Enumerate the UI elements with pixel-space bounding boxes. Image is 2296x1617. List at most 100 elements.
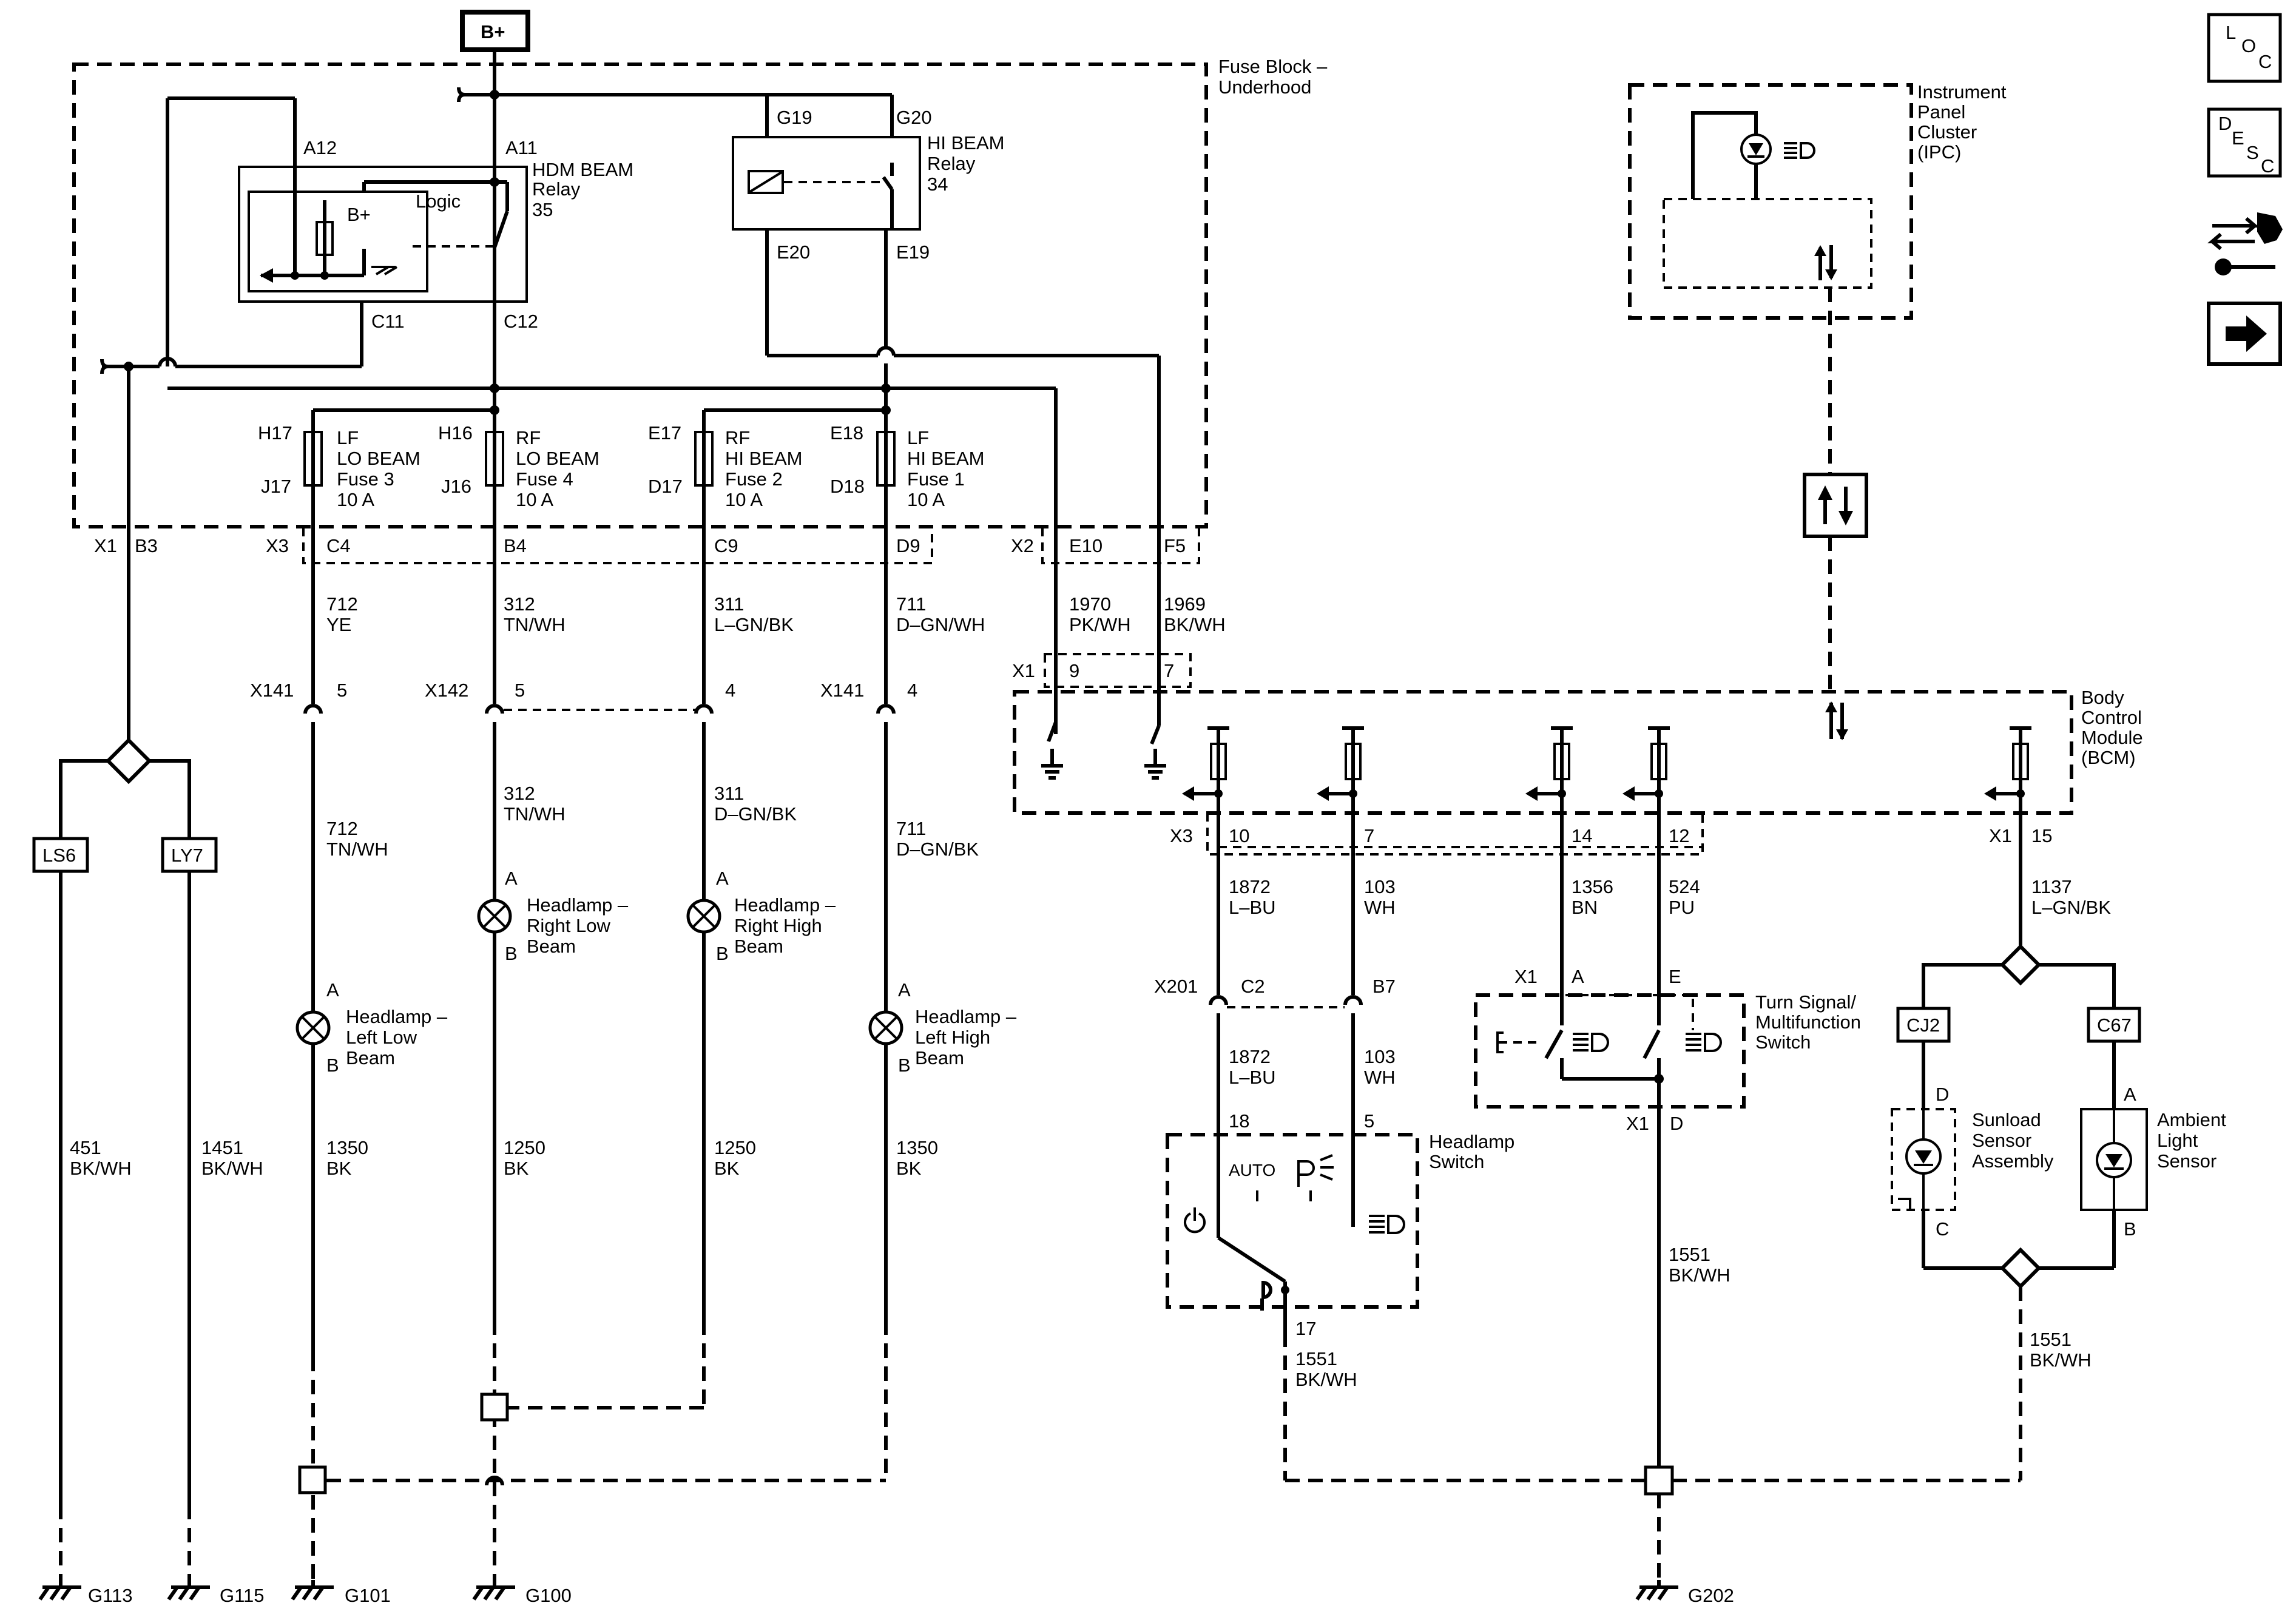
headlamp-left-low-icon bbox=[295, 1010, 331, 1045]
conn-x1-bcm: X1 bbox=[1012, 660, 1035, 681]
tss-contacts bbox=[1496, 1029, 1664, 1480]
fuse1-label-3: Fuse 1 bbox=[907, 468, 965, 490]
wire-1250b-color: BK bbox=[714, 1158, 740, 1179]
ipc-bcm-data-link bbox=[1803, 288, 1868, 692]
fuse1-label-4: 10 A bbox=[907, 489, 945, 510]
wire-711-num: 711 bbox=[896, 593, 926, 615]
pin-5-x141: 5 bbox=[337, 680, 347, 701]
rhi-label-3: Beam bbox=[734, 936, 783, 957]
conn-x141-left: X141 bbox=[250, 680, 294, 701]
fuse4-label-1: RF bbox=[516, 427, 541, 448]
llo-label-3: Beam bbox=[346, 1047, 395, 1068]
amb-label-2: Light bbox=[2157, 1130, 2198, 1151]
fuse2-label-4: 10 A bbox=[725, 489, 763, 510]
connector-repair-icon[interactable] bbox=[2207, 212, 2283, 275]
wire-711b-color: D–GN/BK bbox=[896, 839, 979, 860]
ground-g101: G101 bbox=[345, 1585, 391, 1606]
fuse-block-underhood bbox=[72, 62, 1208, 528]
rlo-label-2: Right Low bbox=[527, 915, 610, 936]
wire-451-color: BK/WH bbox=[70, 1158, 132, 1179]
option-box-labels: LS6 LY7 CJ2 C67 bbox=[42, 845, 2132, 1036]
pin-b7: B7 bbox=[1373, 976, 1396, 997]
hs-label-1: Headlamp bbox=[1429, 1131, 1514, 1152]
hdm-relay-label-2: Relay bbox=[532, 178, 581, 200]
pin-b-lhi: B bbox=[898, 1055, 911, 1076]
pin-g20: G20 bbox=[896, 107, 932, 128]
hi-beam-relay bbox=[732, 136, 1161, 726]
option-ls6: LS6 bbox=[42, 845, 76, 866]
pin-d9: D9 bbox=[896, 535, 920, 556]
wire-712-num: 712 bbox=[326, 593, 358, 615]
pin-a12: A12 bbox=[303, 137, 337, 158]
pin-10: 10 bbox=[1229, 825, 1249, 846]
wire-1872-color: L–BU bbox=[1229, 897, 1276, 918]
headlamp-switch-contacts bbox=[1217, 1135, 1312, 1332]
wire-1350b-color: BK bbox=[896, 1158, 922, 1179]
pin-a-amb: A bbox=[2124, 1084, 2136, 1105]
g202-ground-bus bbox=[1283, 1332, 2021, 1601]
sensor-wiring bbox=[1896, 944, 2141, 1480]
pin-e-tss: E bbox=[1669, 966, 1681, 987]
ambient-light-sensor-icon bbox=[2080, 1108, 2148, 1211]
amb-label-1: Ambient bbox=[2157, 1109, 2226, 1130]
pin-7: 7 bbox=[1364, 825, 1374, 846]
hdm-beam-relay bbox=[238, 166, 528, 303]
bcm-label-4: (BCM) bbox=[2081, 747, 2136, 768]
fuse3-label-4: 10 A bbox=[337, 489, 374, 510]
wire-311b-color: D–GN/BK bbox=[714, 803, 797, 825]
wire-1872-num: 1872 bbox=[1229, 876, 1271, 897]
headlamp-right-high-icon bbox=[686, 899, 721, 934]
high-beam-select-icon bbox=[1686, 1033, 1722, 1052]
pin-g19: G19 bbox=[777, 107, 812, 128]
ground-symbols-left bbox=[38, 1580, 515, 1601]
fuse1-label-1: LF bbox=[907, 427, 929, 448]
pin-b-rhi: B bbox=[716, 943, 729, 964]
pin-a-lhi: A bbox=[898, 979, 911, 1001]
wire-1250b-num: 1250 bbox=[714, 1137, 756, 1158]
svg-text:C: C bbox=[2258, 51, 2272, 72]
wire-1356-num: 1356 bbox=[1572, 876, 1613, 897]
option-ly7: LY7 bbox=[171, 845, 203, 866]
power-off-icon bbox=[1184, 1207, 1206, 1234]
wire-103-color: WH bbox=[1364, 897, 1396, 918]
llo-label-1: Headlamp – bbox=[346, 1006, 448, 1027]
pin-c2: C2 bbox=[1241, 976, 1265, 997]
hi-relay-label-2: Relay bbox=[927, 153, 976, 174]
sun-label-3: Assembly bbox=[1972, 1150, 2054, 1172]
pin-17: 17 bbox=[1295, 1318, 1316, 1339]
bcm-label-1: Body bbox=[2081, 687, 2124, 708]
wire-1872b-color: L–BU bbox=[1229, 1067, 1276, 1088]
pin-j16: J16 bbox=[441, 476, 471, 497]
conn-x3-bcm: X3 bbox=[1170, 825, 1193, 846]
pin-b3: B3 bbox=[135, 535, 158, 556]
pin-a11: A11 bbox=[505, 137, 538, 158]
rhi-label-1: Headlamp – bbox=[734, 894, 836, 916]
logic-bplus-label: B+ bbox=[347, 204, 371, 225]
headlamp-switch bbox=[1166, 1133, 1419, 1309]
ground-g100: G100 bbox=[525, 1585, 572, 1606]
fuse2-label-1: RF bbox=[725, 427, 750, 448]
pin-14: 14 bbox=[1572, 825, 1592, 846]
next-arrow-icon[interactable] bbox=[2207, 302, 2282, 366]
desc-icon[interactable]: D E S C bbox=[2207, 107, 2282, 178]
svg-text:L: L bbox=[2226, 22, 2236, 43]
hi-relay-label-1: HI BEAM bbox=[927, 132, 1004, 154]
bplus-supply-label: B+ bbox=[481, 21, 505, 42]
pin-5-hs: 5 bbox=[1364, 1110, 1374, 1132]
bcm-x1-grounds bbox=[1041, 687, 1166, 780]
pin-f5: F5 bbox=[1164, 535, 1186, 556]
pin-a-llo: A bbox=[326, 979, 339, 1001]
wire-1350-color: BK bbox=[326, 1158, 352, 1179]
lhi-label-2: Left High bbox=[915, 1027, 990, 1048]
headlamp-right-low-icon bbox=[477, 899, 512, 934]
loc-icon[interactable]: L O C bbox=[2207, 13, 2282, 83]
pin-4-x142: 4 bbox=[725, 680, 735, 701]
pin-c4: C4 bbox=[326, 535, 351, 556]
pin-e20: E20 bbox=[777, 241, 810, 263]
fuse-block-connectors bbox=[302, 528, 1200, 688]
pin-d17: D17 bbox=[648, 476, 683, 497]
hi-relay-label-3: 34 bbox=[927, 174, 948, 195]
ipc-label-4: (IPC) bbox=[1917, 141, 1961, 163]
hdm-relay-label-1: HDM BEAM bbox=[532, 159, 633, 180]
